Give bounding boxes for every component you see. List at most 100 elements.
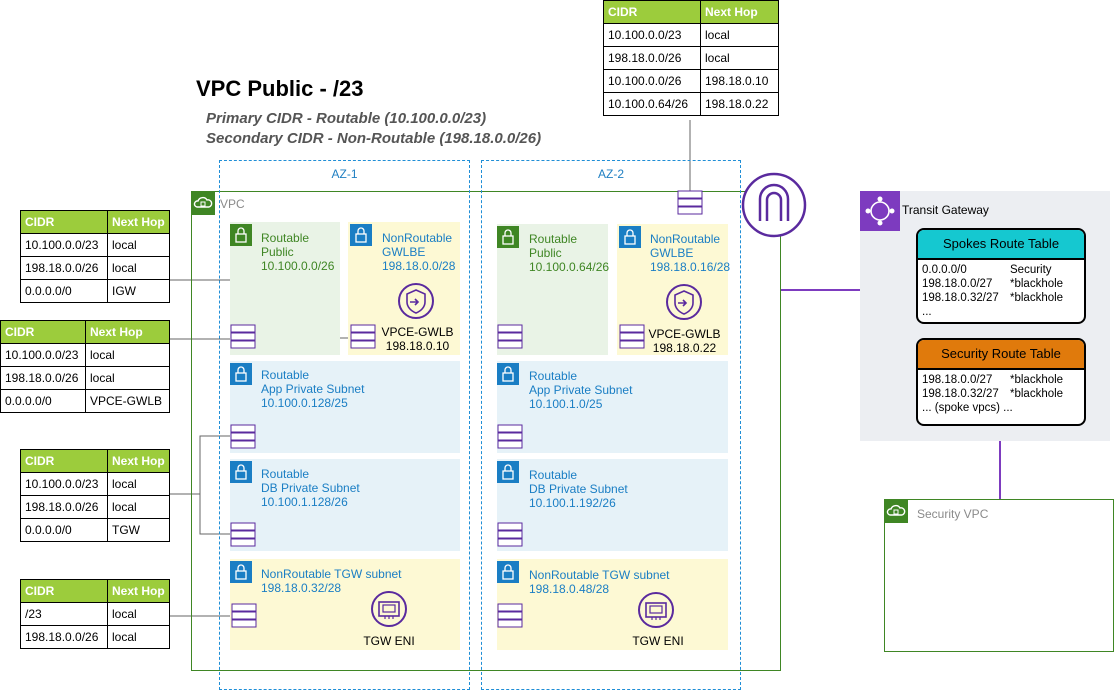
gwlb-endpoint-label: VPCE-GWLB 198.18.0.22 bbox=[647, 327, 722, 355]
availability-zone-1: AZ-1 bbox=[219, 160, 470, 690]
route-cidr: /23 bbox=[20, 602, 108, 626]
az-label: AZ-2 bbox=[597, 167, 624, 181]
route-next-hop: local bbox=[700, 46, 779, 70]
subnet-cidr: 198.18.0.0/28 bbox=[382, 259, 456, 273]
subnet-name: DB Private Subnet bbox=[529, 482, 628, 496]
vpc-label: VPC bbox=[220, 197, 245, 211]
route-cidr: 0.0.0.0/0 bbox=[0, 389, 86, 413]
route-next-hop: local bbox=[107, 495, 170, 519]
spokes-route-table-title: Spokes Route Table bbox=[918, 230, 1084, 260]
lock-icon bbox=[230, 461, 252, 483]
route-row: 0.0.0.0/0 Security bbox=[922, 263, 1080, 277]
subnet-name: DB Private Subnet bbox=[261, 481, 360, 495]
lock-icon bbox=[230, 561, 252, 583]
route-table-icon bbox=[677, 190, 703, 215]
subnet-cidr: 198.18.0.16/28 bbox=[650, 260, 731, 274]
route-cidr: ... bbox=[922, 306, 932, 318]
route-table-icon bbox=[497, 424, 523, 449]
subnet-type: Routable bbox=[529, 232, 578, 246]
subtitle-primary-cidr: Primary CIDR - Routable (10.100.0.0/23) bbox=[206, 110, 487, 127]
availability-zone-2: AZ-2 bbox=[481, 160, 741, 690]
lock-icon bbox=[230, 363, 252, 385]
subnet-type: Routable bbox=[261, 368, 310, 382]
route-next-hop: TGW bbox=[107, 518, 170, 542]
route-target: *blackhole bbox=[1010, 278, 1064, 290]
subnet-cidr: 198.18.0.48/28 bbox=[529, 582, 610, 596]
route-row: 198.18.0.0/27*blackhole bbox=[922, 373, 1080, 387]
route-cidr: 10.100.0.0/23 bbox=[603, 23, 701, 47]
subnet-az2-db bbox=[497, 459, 728, 551]
subnet-cidr: 10.100.0.128/25 bbox=[261, 396, 348, 410]
endpoint-ip: 198.18.0.22 bbox=[652, 341, 717, 355]
route-row: ... bbox=[922, 305, 1080, 319]
route-table-icon bbox=[497, 603, 523, 628]
subnet-cidr: 10.100.0.64/26 bbox=[529, 260, 610, 274]
subnet-name: NonRoutable TGW subnet bbox=[261, 567, 402, 581]
subnet-az1-app bbox=[230, 361, 460, 453]
subnet-cidr: 10.100.0.0/26 bbox=[261, 259, 335, 273]
subnet-az1-tgw bbox=[230, 559, 460, 650]
route-next-hop: local bbox=[85, 366, 170, 390]
route-table-icon bbox=[619, 324, 645, 349]
vpc-container bbox=[191, 191, 781, 671]
cidr-header: CIDR bbox=[20, 449, 108, 473]
route-cidr: 198.18.0.0/26 bbox=[20, 495, 108, 519]
lock-icon bbox=[619, 226, 641, 248]
subnet-az2-tgw bbox=[497, 559, 728, 650]
cidr-header: CIDR bbox=[20, 579, 108, 603]
route-target: *blackhole bbox=[1010, 374, 1064, 386]
security-vpc-container bbox=[884, 499, 1114, 652]
route-table-icon bbox=[350, 324, 376, 349]
endpoint-ip: 198.18.0.10 bbox=[385, 339, 450, 353]
route-cidr: ... (spoke vpcs) ... bbox=[922, 402, 1013, 414]
lock-icon bbox=[350, 224, 372, 246]
security-route-table-title: Security Route Table bbox=[918, 340, 1084, 370]
transit-gateway-label: Transit Gateway bbox=[902, 203, 989, 217]
route-cidr: 198.18.0.32/27 bbox=[922, 292, 999, 304]
route-cidr: 0.0.0.0/0 bbox=[922, 264, 967, 276]
next-hop-header: Next Hop bbox=[107, 579, 170, 603]
route-table-icon bbox=[230, 424, 256, 449]
route-cidr: 0.0.0.0/0 bbox=[20, 279, 108, 303]
lock-icon bbox=[497, 561, 519, 583]
subnet-label: Routable App Private Subnet 10.100.1.0/2… bbox=[529, 369, 632, 411]
subnet-type: Routable bbox=[261, 231, 310, 245]
subnet-label: NonRoutable TGW subnet 198.18.0.48/28 bbox=[529, 568, 670, 596]
lock-icon bbox=[230, 224, 252, 246]
page-title: VPC Public - /23 bbox=[196, 76, 364, 101]
gwlb-endpoint-label: VPCE-GWLB 198.18.0.10 bbox=[380, 325, 455, 353]
subnet-label: NonRoutable GWLBE 198.18.0.16/28 bbox=[650, 232, 730, 274]
subnet-label: Routable Public 10.100.0.64/26 bbox=[529, 232, 609, 274]
route-row: 198.18.0.32/27*blackhole bbox=[922, 387, 1080, 401]
subnet-type: NonRoutable bbox=[650, 232, 721, 246]
route-cidr: 198.18.0.32/27 bbox=[922, 388, 999, 400]
gwlb-endpoint-icon bbox=[666, 284, 702, 320]
lock-icon bbox=[497, 226, 519, 248]
cidr-header: CIDR bbox=[20, 210, 108, 234]
subnet-type: NonRoutable bbox=[382, 231, 453, 245]
internet-gateway-icon bbox=[741, 172, 807, 238]
route-row: 198.18.0.0/27*blackhole bbox=[922, 277, 1080, 291]
subnet-label: NonRoutable GWLBE 198.18.0.0/28 bbox=[382, 231, 455, 273]
transit-gateway-icon bbox=[860, 191, 900, 231]
route-table-icon bbox=[497, 522, 523, 547]
endpoint-name: VPCE-GWLB bbox=[381, 325, 454, 339]
subnet-cidr: 198.18.0.32/28 bbox=[261, 581, 342, 595]
subnet-cidr: 10.100.1.192/26 bbox=[529, 496, 616, 510]
vpc-cloud-icon bbox=[191, 191, 215, 215]
security-vpc-label: Security VPC bbox=[917, 507, 989, 521]
route-row: ... (spoke vpcs) ... bbox=[922, 401, 1080, 415]
subnet-az1-db bbox=[230, 459, 460, 551]
subnet-cidr: 10.100.1.0/25 bbox=[529, 397, 603, 411]
route-target: Security bbox=[1010, 264, 1052, 276]
subnet-cidr: 10.100.1.128/26 bbox=[261, 495, 348, 509]
route-next-hop: local bbox=[107, 256, 170, 280]
route-cidr: 10.100.0.0/23 bbox=[20, 472, 108, 496]
route-cidr: 198.18.0.0/26 bbox=[20, 625, 108, 649]
cidr-header: CIDR bbox=[0, 320, 86, 344]
route-cidr: 10.100.0.0/23 bbox=[20, 233, 108, 257]
route-cidr: 0.0.0.0/0 bbox=[20, 518, 108, 542]
subnet-label: Routable DB Private Subnet 10.100.1.128/… bbox=[261, 467, 360, 509]
subnet-name: App Private Subnet bbox=[529, 383, 633, 397]
